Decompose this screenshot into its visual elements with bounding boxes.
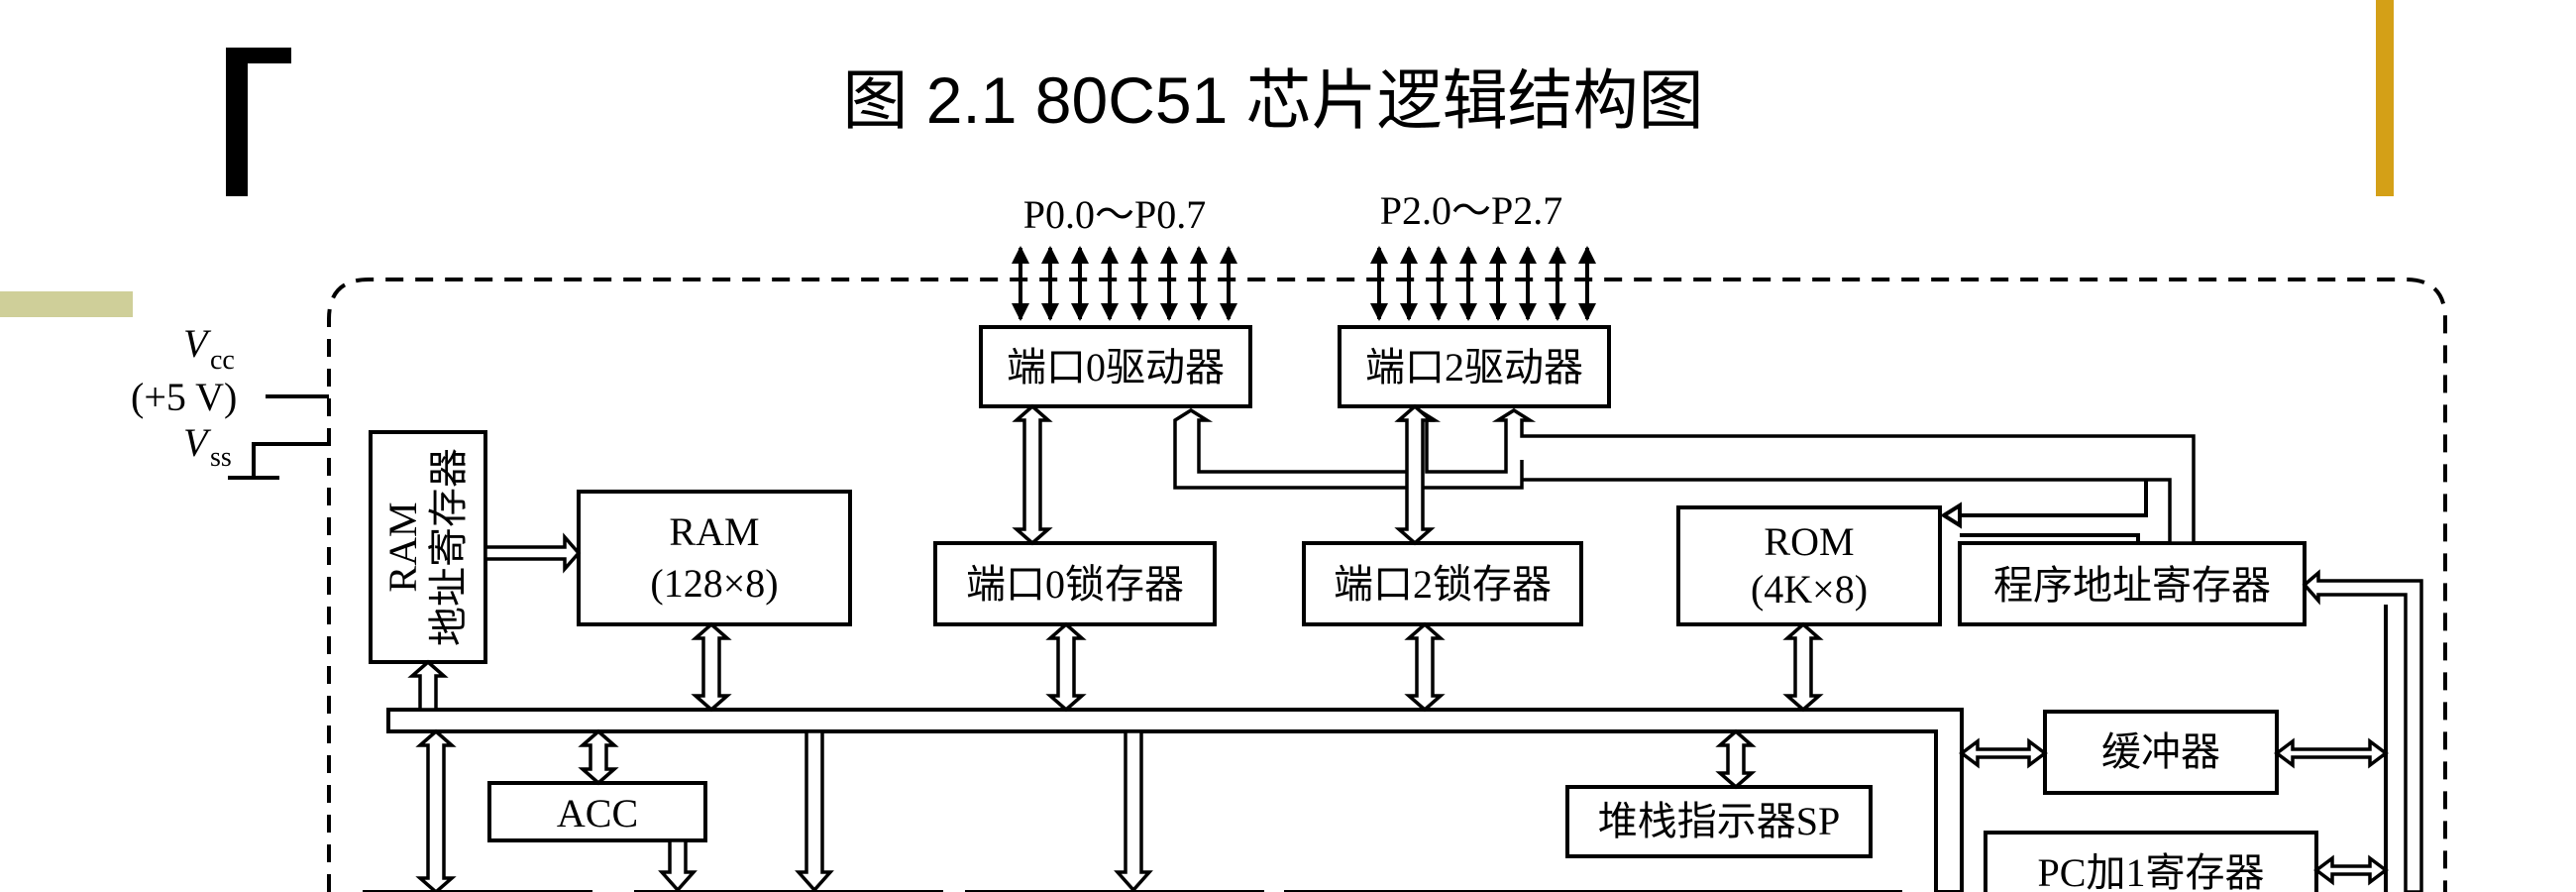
bus-down-arrow-2 (1114, 729, 1153, 892)
pc-right-connector (2313, 854, 2389, 886)
ram-address-register-label: RAM 地址寄存器 (380, 448, 471, 646)
internal-data-bus (386, 708, 1964, 892)
acc-down-arrow (658, 838, 698, 892)
port2-latch-label: 端口2锁存器 (1334, 562, 1552, 607)
stack-pointer-label: 堆栈指示器SP (1598, 799, 1841, 843)
gold-accent-bar (2376, 0, 2394, 196)
ram-box (577, 490, 852, 626)
port0-driver-box (979, 325, 1252, 408)
port2-address-bus (1173, 407, 2196, 545)
rom-address-path (1940, 480, 2148, 543)
buffer-label: 缓冲器 (2101, 729, 2220, 774)
buffer-box (2043, 710, 2279, 795)
rom-box (1676, 505, 1942, 626)
bus-to-ram-address (407, 659, 449, 712)
chip-boundary (327, 278, 2447, 892)
diagram-title: 图 2.1 80C51 芯片逻辑结构图 (842, 63, 1703, 137)
program-address-register-box (1958, 541, 2307, 626)
port0-latch-box (933, 541, 1217, 626)
port0-pins-label: P0.0～P0.7 (1023, 192, 1207, 237)
port0-driver-label: 端口0驱动器 (1007, 345, 1225, 390)
olive-accent-bar (0, 291, 133, 317)
program-address-register-label: 程序地址寄存器 (1993, 563, 2271, 608)
buffer-right-connector (2274, 737, 2389, 769)
svg-text:V: V (183, 321, 212, 366)
program-counter-bus (2302, 569, 2423, 892)
ram-size-label: (128×8) (650, 561, 778, 606)
stack-pointer-box (1565, 785, 1873, 858)
svg-text:地址寄存器: 地址寄存器 (426, 448, 471, 646)
left-bracket-decoration (226, 48, 291, 196)
svg-text:V: V (183, 420, 212, 465)
port2-pin-arrows (1370, 246, 1596, 321)
acc-label: ACC (557, 791, 638, 836)
port2-driver-label: 端口2驱动器 (1365, 345, 1583, 390)
acc-box (487, 781, 707, 842)
rom-size-label: (4K×8) (1751, 567, 1868, 612)
svg-text:ss: ss (210, 442, 232, 473)
bus-buffer-connector (1959, 737, 2048, 769)
vss-pin: V ss (183, 420, 329, 480)
port2-latch-box (1302, 541, 1583, 626)
port0-latch-label: 端口0锁存器 (966, 562, 1184, 607)
port2-pins-label: P2.0～P2.7 (1380, 188, 1563, 233)
svg-text:(+5 V): (+5 V) (131, 375, 237, 419)
pc-increment-register-label: PC加1寄存器 (2038, 850, 2265, 892)
svg-text:cc: cc (210, 345, 235, 376)
vcc-pin: V cc (+5 V) (131, 321, 329, 419)
bus-down-arrow-1 (795, 729, 834, 892)
rom-label: ROM (1764, 519, 1854, 564)
port2-driver-box (1338, 325, 1611, 408)
ram-label: RAM (669, 509, 759, 554)
port0-pin-arrows (1012, 246, 1237, 321)
ram-address-arrow (483, 532, 582, 574)
bus-connectors (415, 403, 1824, 892)
svg-text:RAM: RAM (380, 502, 425, 592)
